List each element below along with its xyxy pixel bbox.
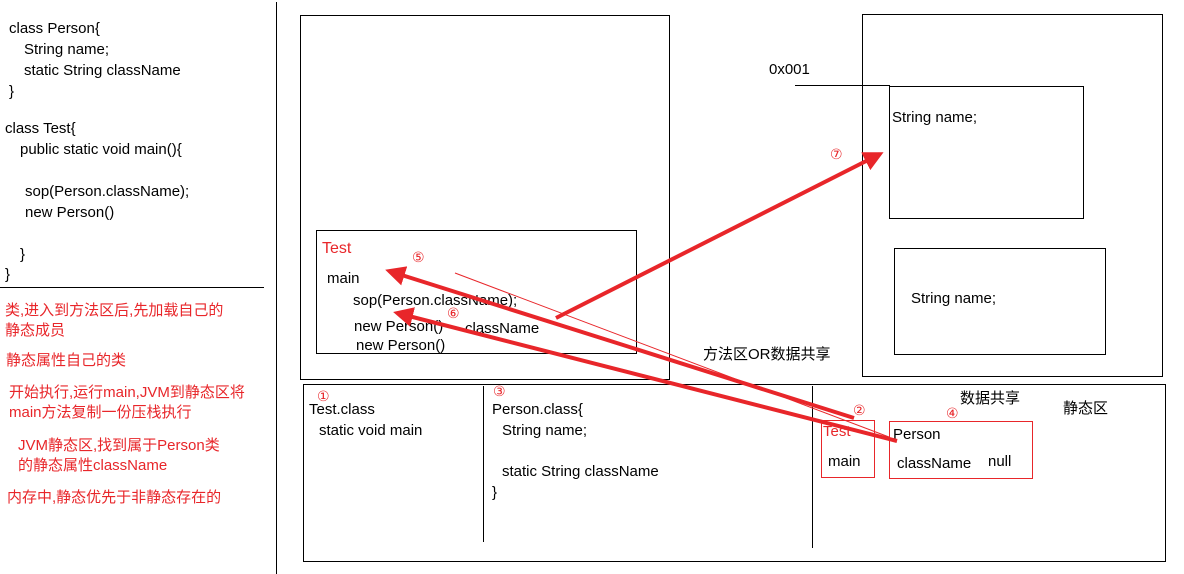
panel-separator xyxy=(276,2,277,574)
method-area-label: 方法区OR数据共享 xyxy=(703,346,831,363)
marker-3: ③ xyxy=(493,383,506,399)
stack-classname-ref: className xyxy=(465,320,540,337)
marker-7: ⑦ xyxy=(830,146,843,162)
heap-object-1 xyxy=(889,86,1084,219)
stack-new-person-1: new Person() xyxy=(354,318,444,335)
static-area-label: 静态区 xyxy=(1063,400,1109,417)
heap-address: 0x001 xyxy=(769,61,810,78)
code-line-class-test: class Test{ xyxy=(5,120,76,137)
note-class-load: 类,进入到方法区后,先加载自己的 xyxy=(5,302,224,319)
code-line-main-method: public static void main(){ xyxy=(20,141,182,158)
note-run-main: 开始执行,运行main,JVM到静态区将 xyxy=(9,384,245,401)
heap-object-2 xyxy=(894,248,1106,355)
stack-new-person-2: new Person() xyxy=(356,337,446,354)
marker-4: ④ xyxy=(946,405,959,421)
stack-sop-call: sop(Person.className); xyxy=(353,292,518,309)
stack-main-label: main xyxy=(327,270,360,287)
note-static-attr: 的静态属性className xyxy=(18,457,168,474)
test-static-main: static void main xyxy=(319,422,423,439)
note-static-first: 内存中,静态优先于非静态存在的 xyxy=(7,489,222,506)
static-test-label: Test xyxy=(823,423,851,440)
person-static-field: static String className xyxy=(502,463,659,480)
test-class-label: Test.class xyxy=(309,401,375,418)
person-class-label: Person.class{ xyxy=(492,401,583,418)
person-class-close: } xyxy=(492,484,498,501)
code-line-name-field: String name; xyxy=(24,41,110,58)
method-area-divider-1 xyxy=(483,386,484,542)
static-classname-label: className xyxy=(897,455,972,472)
shared-data-label: 数据共享 xyxy=(960,390,1021,407)
code-divider xyxy=(0,287,264,288)
marker-6: ⑥ xyxy=(447,305,460,321)
static-person-box xyxy=(889,421,1033,479)
code-line-close-main: } xyxy=(20,246,26,263)
method-area xyxy=(303,384,1166,562)
heap-object-2-field: String name; xyxy=(911,290,997,307)
marker-1: ① xyxy=(317,388,330,404)
method-area-divider-2 xyxy=(812,386,813,548)
static-person-label: Person xyxy=(893,426,941,443)
marker-2: ② xyxy=(853,402,866,418)
note-static-members: 静态成员 xyxy=(5,322,66,339)
address-pointer-line xyxy=(795,85,890,86)
stack-frame-title: Test xyxy=(322,240,352,257)
static-null-value: null xyxy=(988,453,1012,470)
code-line-new-person: new Person() xyxy=(25,204,115,221)
marker-5: ⑤ xyxy=(412,249,425,265)
code-line-static-field: static String className xyxy=(24,62,181,79)
note-static-belongs: 静态属性自己的类 xyxy=(6,352,127,369)
code-line-sop: sop(Person.className); xyxy=(25,183,190,200)
note-push-stack: main方法复制一份压栈执行 xyxy=(9,404,192,421)
note-find-static: JVM静态区,找到属于Person类 xyxy=(18,437,220,454)
person-name-field: String name; xyxy=(502,422,588,439)
heap-object-1-field: String name; xyxy=(892,109,978,126)
code-line-class-person: class Person{ xyxy=(9,20,100,37)
code-line-close-test: } xyxy=(5,266,11,283)
code-line-close-person: } xyxy=(9,83,15,100)
static-main-label: main xyxy=(828,453,861,470)
